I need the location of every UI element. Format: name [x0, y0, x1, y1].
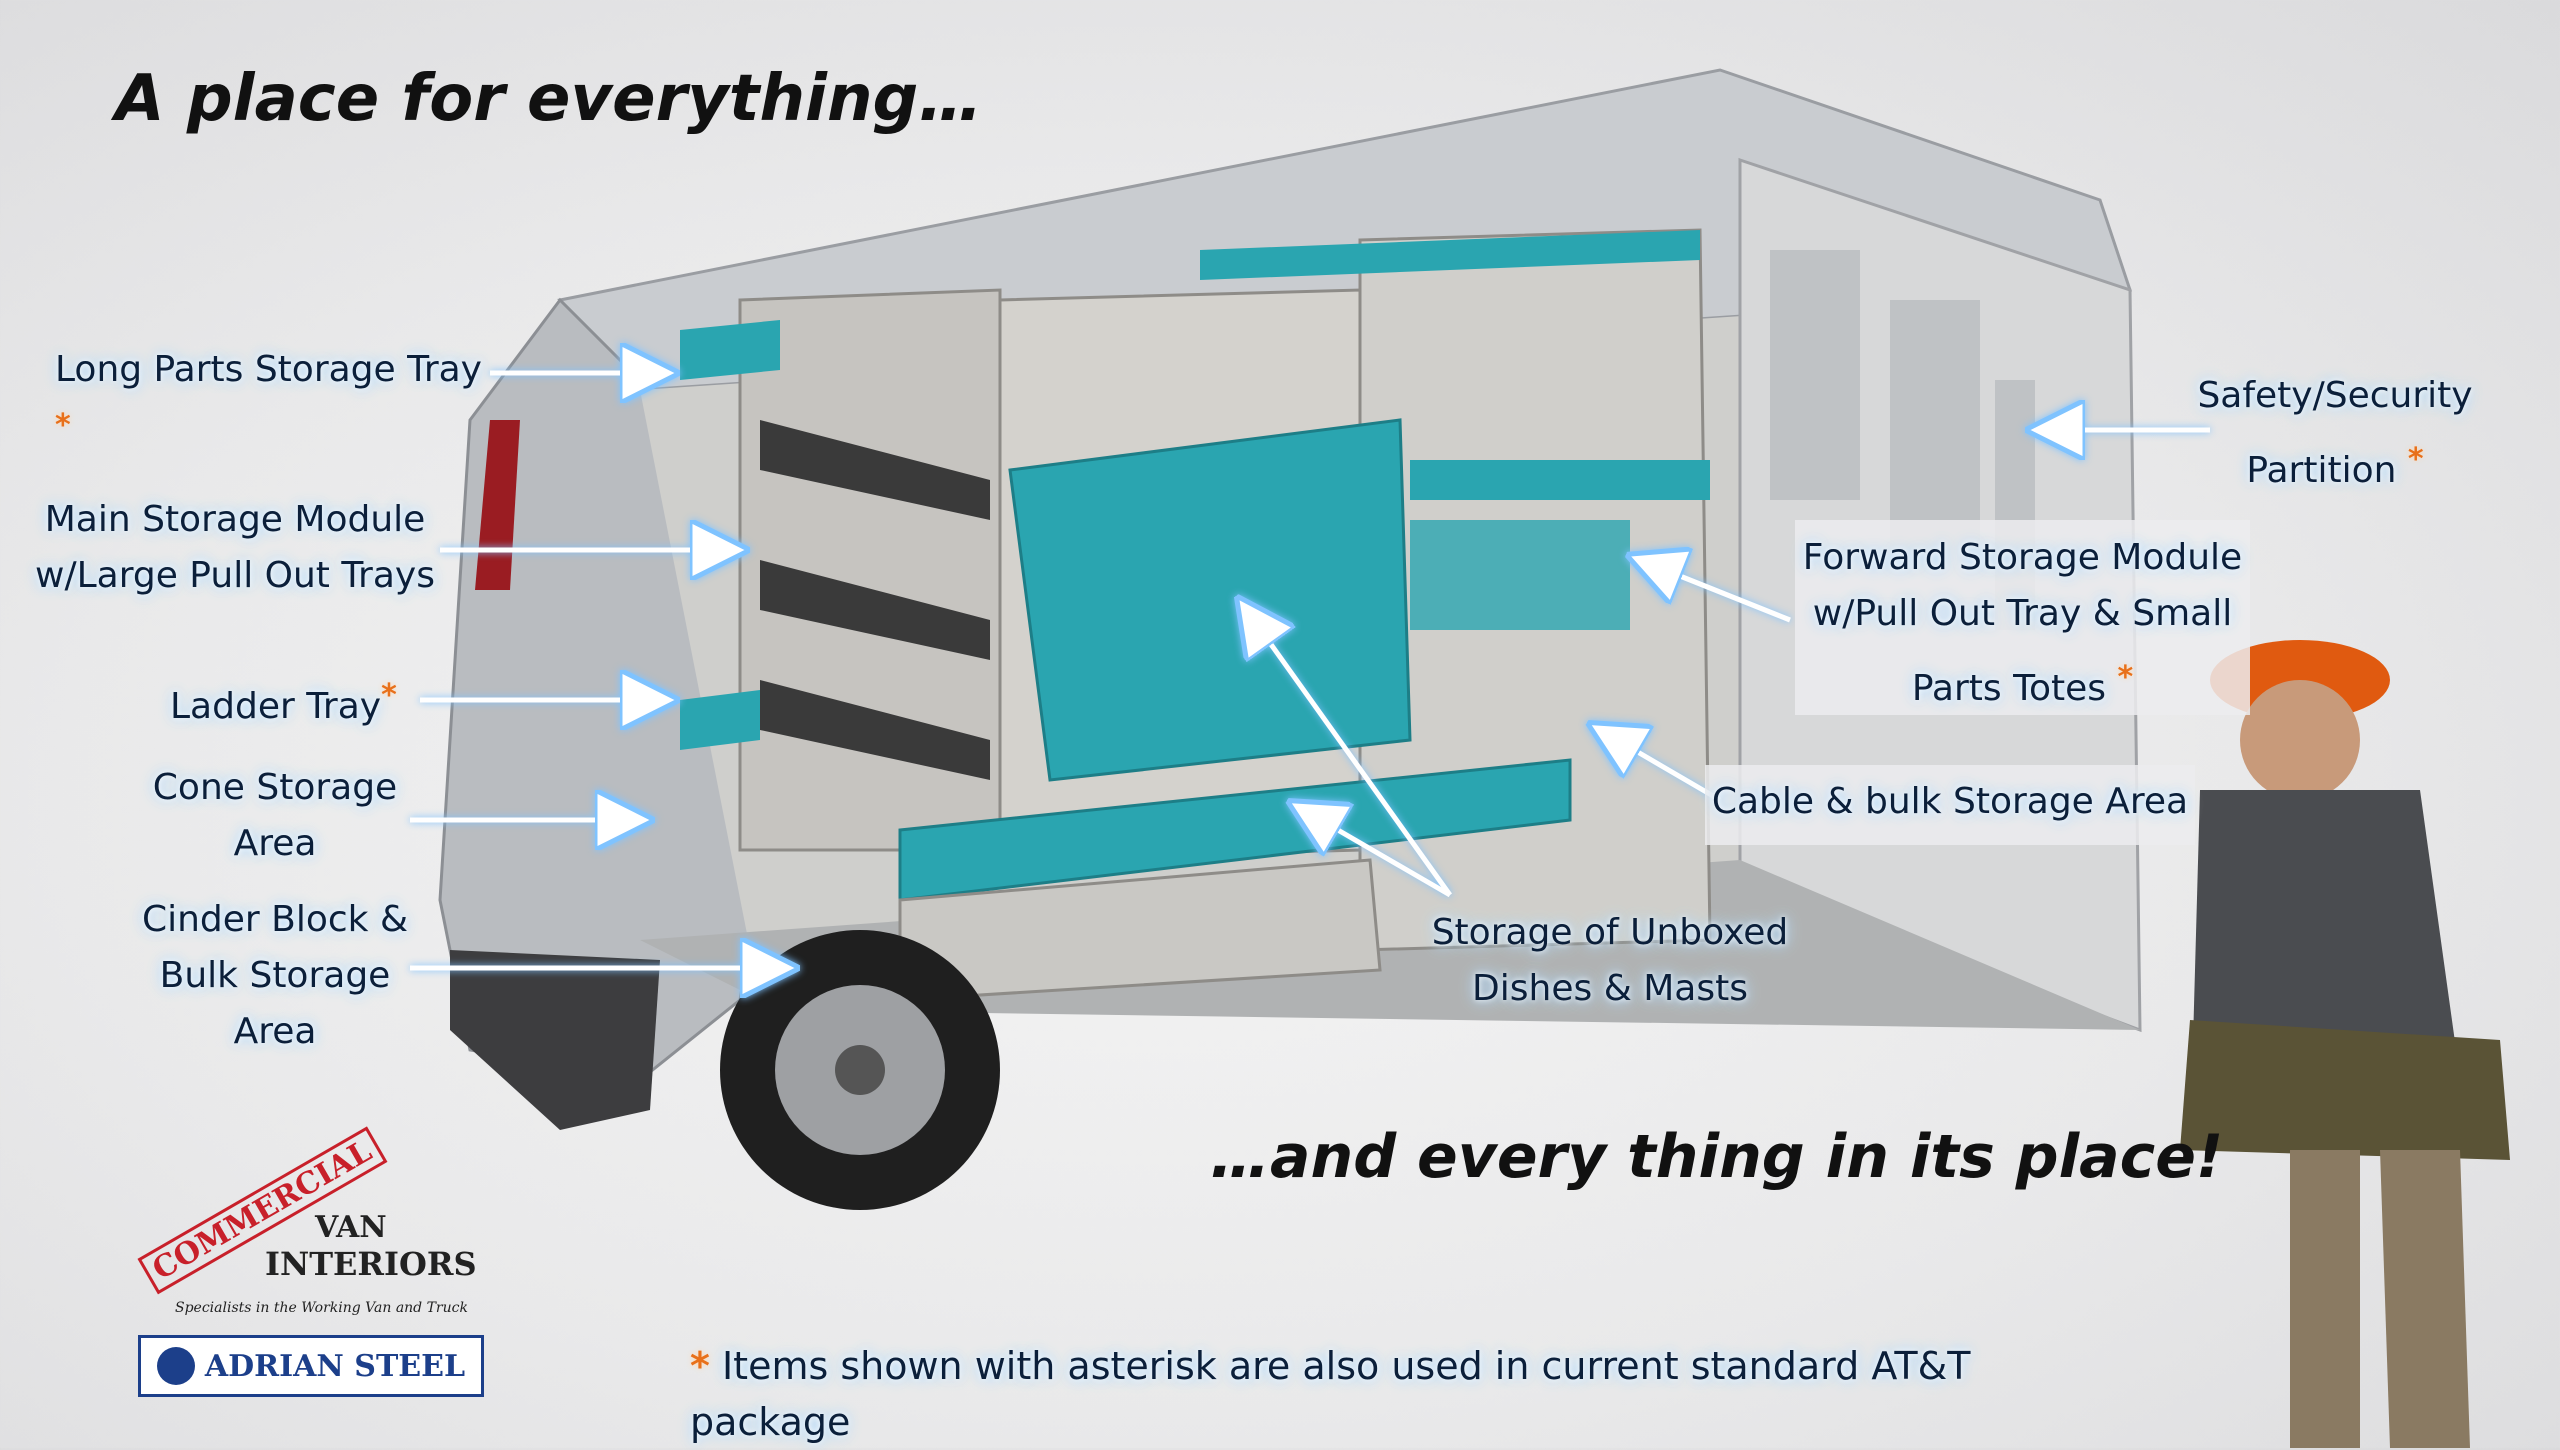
label-safety: Safety/Security Partition * [2197, 375, 2473, 491]
partition-mesh [1770, 250, 1860, 500]
label-cone: Cone Storage Area [152, 767, 398, 864]
arrow-unboxed-2 [1300, 808, 1452, 898]
label-ladder: Ladder Tray* [170, 678, 397, 727]
label-main-storage: Main Storage Module w/Large Pull Out Tra… [35, 499, 435, 596]
arrow-cable [1600, 730, 1722, 803]
forward-label-panel [1795, 520, 2250, 715]
footnote: * Items shown with asterisk are also use… [690, 1344, 1971, 1444]
cable-label-panel [1705, 765, 2195, 845]
label-unboxed: Storage of Unboxed Dishes & Masts [1431, 912, 1789, 1009]
arrow-forward [1640, 560, 1791, 623]
arrow-unboxed-1 [1245, 608, 1453, 897]
label-cable: Cable & bulk Storage Area [1711, 781, 2189, 822]
label-cinder: Cinder Block & Bulk Storage Area [141, 899, 409, 1052]
worker-figure [2180, 640, 2510, 1448]
label-long-parts: Long Parts Storage Tray * [55, 349, 482, 443]
tagline: …and every thing in its place! [1210, 1122, 2224, 1192]
asterisk-icon: * [55, 408, 71, 443]
logo-adrian-steel: ADRIAN STEEL [138, 1335, 484, 1397]
asterisk-icon: * [690, 1344, 710, 1388]
asterisk-icon: * [2407, 442, 2424, 477]
asterisk-icon: * [2117, 660, 2134, 695]
asterisk-icon: * [381, 678, 397, 713]
label-forward: Forward Storage Module w/Pull Out Tray &… [1802, 537, 2243, 709]
logo-commercial-van-interiors: COMMERCIAL VAN INTERIORS Specialists in … [125, 1126, 495, 1330]
page-title: A place for everything… [115, 62, 983, 136]
adrian-steel-emblem-icon [156, 1347, 195, 1385]
